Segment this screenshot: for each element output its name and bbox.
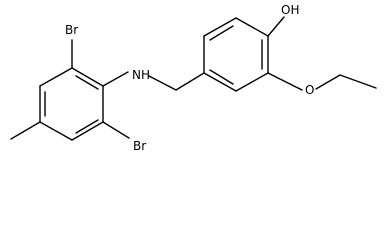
ring-b-bond-6 [203, 72, 237, 92]
c-o-ether-bond [267, 72, 303, 91]
ring-b-inner-3 [209, 69, 234, 85]
ring-a-bond-4 [71, 121, 104, 141]
o-ch2-bond [315, 74, 341, 90]
bromine-bottom-label: Br [133, 139, 146, 153]
molecule-diagram: Br Br NH OH O [10, 3, 377, 153]
ring-a-bond-3 [39, 121, 73, 141]
ring-b-bond-5 [235, 72, 269, 92]
c-oh-bond [267, 16, 285, 37]
amine-label: NH [132, 68, 150, 82]
ch2-ch3-bond [339, 74, 377, 89]
c-nh-bond [102, 71, 129, 87]
ring-a-inner-2 [75, 119, 99, 134]
ring-a-inner-3 [75, 75, 99, 90]
ring-b-inner-1 [209, 25, 234, 41]
ring-b-bond-2 [203, 17, 237, 37]
bond-layer [10, 16, 377, 141]
hydroxyl-label: OH [281, 3, 299, 17]
ring-a-bond-1 [39, 67, 73, 87]
ch2-ring-bond [175, 72, 205, 91]
bromine-top-label: Br [65, 23, 78, 37]
nh-ch2-bond [148, 75, 177, 91]
methyl-bond [10, 121, 41, 140]
ring-b-bond-3 [235, 17, 269, 37]
ring-a-bond-6 [71, 67, 104, 87]
br-bottom-bond [102, 121, 130, 139]
ether-oxygen-label: O [305, 83, 314, 97]
